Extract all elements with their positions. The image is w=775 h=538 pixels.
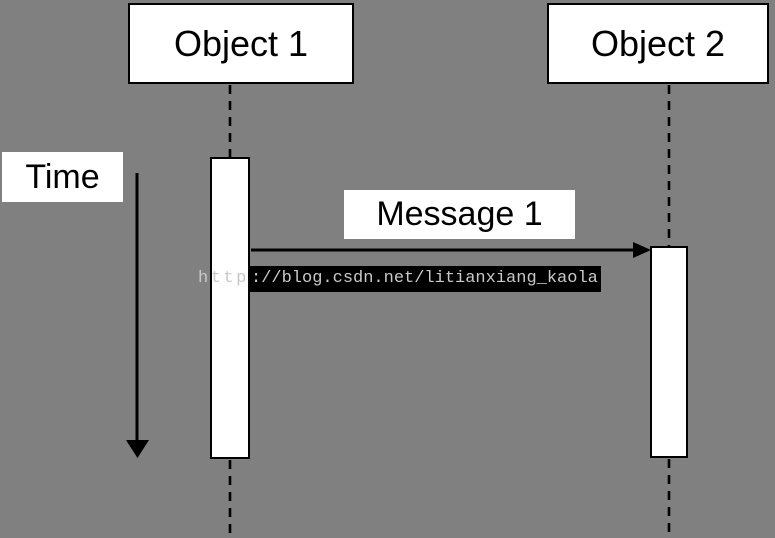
watermark: http ://blog.csdn.net/litianxiang_kaola [198,266,601,292]
object-2-label: Object 2 [590,22,726,64]
time-label-box: Time [2,152,123,202]
time-label: Time [25,157,100,196]
watermark-url: ://blog.csdn.net/litianxiang_kaola [250,266,601,292]
time-arrowhead-icon [126,440,149,458]
object-1-activation-bar [210,157,250,459]
watermark-prefix: http [198,269,249,288]
object-2-activation-bar [650,246,688,458]
object-1-label: Object 1 [173,22,309,64]
object-2-box: Object 2 [547,3,769,84]
message-arrowhead-icon [633,242,651,258]
message-1-label: Message 1 [376,195,543,233]
object-1-box: Object 1 [128,3,354,84]
message-1-label-box: Message 1 [344,190,575,239]
